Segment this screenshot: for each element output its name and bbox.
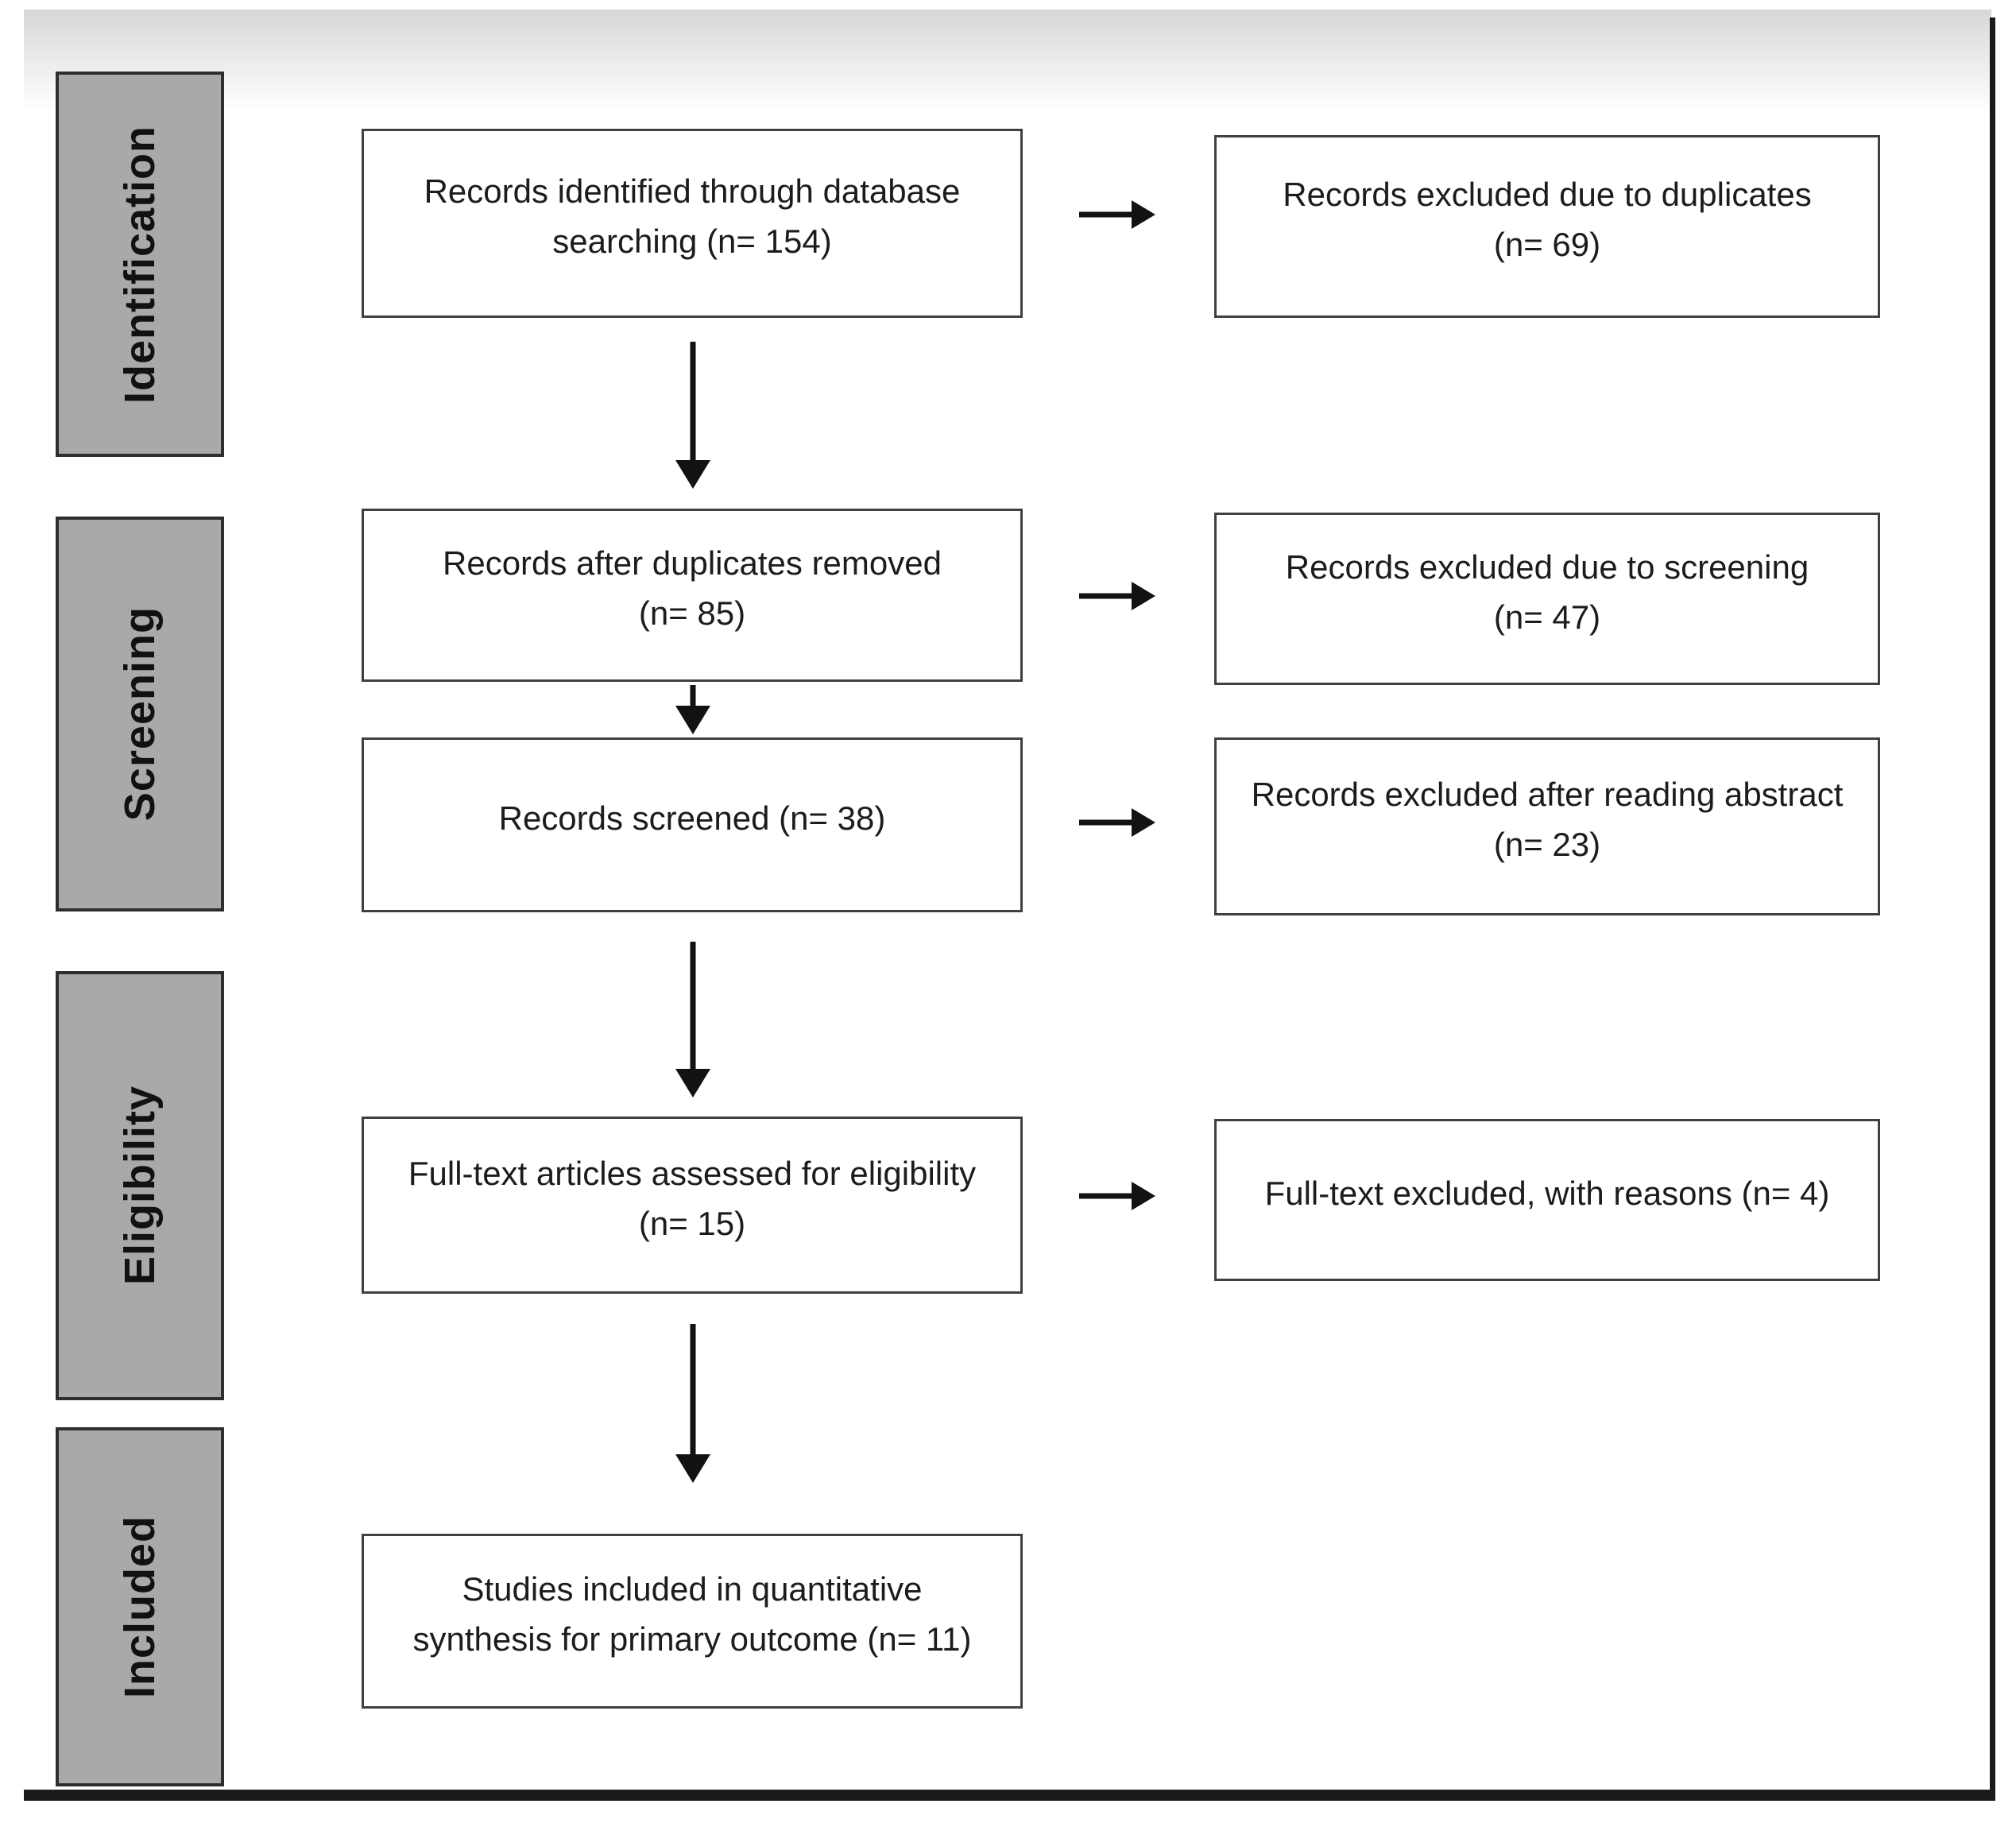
arrow-head [1132,1182,1155,1210]
frame-right-border [1990,17,1995,1798]
stage-box-included: Included [56,1427,224,1786]
flow-box-text-line: synthesis for primary outcome (n= 11) [412,1620,972,1658]
arrow-shaft [690,1324,696,1456]
arrow-shaft [1079,1193,1133,1199]
flow-box-studies-included: Studies included in quantitative synthes… [362,1534,1023,1709]
arrow-shaft [690,342,696,462]
arrow-shaft [1079,211,1133,218]
excluded-box-after-abstract: Records excluded after reading abstract … [1214,737,1880,915]
stage-box-identification: Identification [56,72,224,457]
arrow-shaft [1079,593,1133,599]
flow-box-text-line: Records after duplicates removed [443,544,942,582]
flow-box-text-line: Records screened (n= 38) [498,799,886,837]
flow-box-text-line: (n= 85) [638,594,746,632]
stage-box-screening: Screening [56,517,224,911]
flow-box-records-screened: Records screened (n= 38) [362,737,1023,912]
flow-box-text-line: searching (n= 154) [552,223,832,260]
down-arrow-icon [675,1324,710,1483]
frame-bottom-border [24,1790,1995,1801]
flow-box-text-line: (n= 15) [638,1204,746,1242]
stage-label-identification: Identification [116,125,164,404]
arrow-head [675,460,710,489]
right-arrow-icon [1079,200,1155,229]
arrow-head [675,706,710,734]
flow-box-text-line: Full-text articles assessed for eligibil… [408,1154,977,1192]
excluded-box-text-line: Records excluded after reading abstract [1251,776,1844,813]
arrow-head [675,1069,710,1097]
stage-box-eligibility: Eligibility [56,971,224,1400]
excluded-box-text-line: Records excluded due to duplicates [1283,176,1812,213]
right-arrow-icon [1079,808,1155,837]
flow-box-text-line: Records identified through database [424,172,961,210]
arrow-shaft [1079,819,1133,826]
right-arrow-icon [1079,1182,1155,1210]
stage-label-eligibility: Eligibility [116,1086,164,1286]
stage-label-screening: Screening [116,606,164,822]
flow-box-text-line: Studies included in quantitative [462,1570,923,1608]
arrow-head [1132,582,1155,610]
excluded-box-screening: Records excluded due to screening (n= 47… [1214,513,1880,685]
arrow-shaft [690,685,696,707]
excluded-box-text-line: (n= 69) [1493,226,1601,263]
excluded-box-text-line: Records excluded due to screening [1285,548,1809,586]
excluded-box-text-line: Full-text excluded, with reasons (n= 4) [1264,1174,1830,1212]
stage-label-included: Included [116,1515,164,1698]
down-arrow-icon [675,942,710,1097]
down-arrow-icon [675,685,710,734]
excluded-box-text-line: (n= 23) [1493,826,1601,863]
excluded-box-duplicates: Records excluded due to duplicates (n= 6… [1214,135,1880,318]
arrow-shaft [690,942,696,1070]
arrow-head [675,1454,710,1483]
flow-box-after-duplicates-removed: Records after duplicates removed (n= 85) [362,509,1023,682]
down-arrow-icon [675,342,710,489]
excluded-box-text-line: (n= 47) [1493,598,1601,636]
arrow-head [1132,200,1155,229]
top-gradient-band [24,10,1991,111]
arrow-head [1132,808,1155,837]
right-arrow-icon [1079,582,1155,610]
flow-box-records-identified: Records identified through database sear… [362,129,1023,318]
excluded-box-fulltext-reasons: Full-text excluded, with reasons (n= 4) [1214,1119,1880,1281]
flow-box-fulltext-assessed: Full-text articles assessed for eligibil… [362,1117,1023,1294]
